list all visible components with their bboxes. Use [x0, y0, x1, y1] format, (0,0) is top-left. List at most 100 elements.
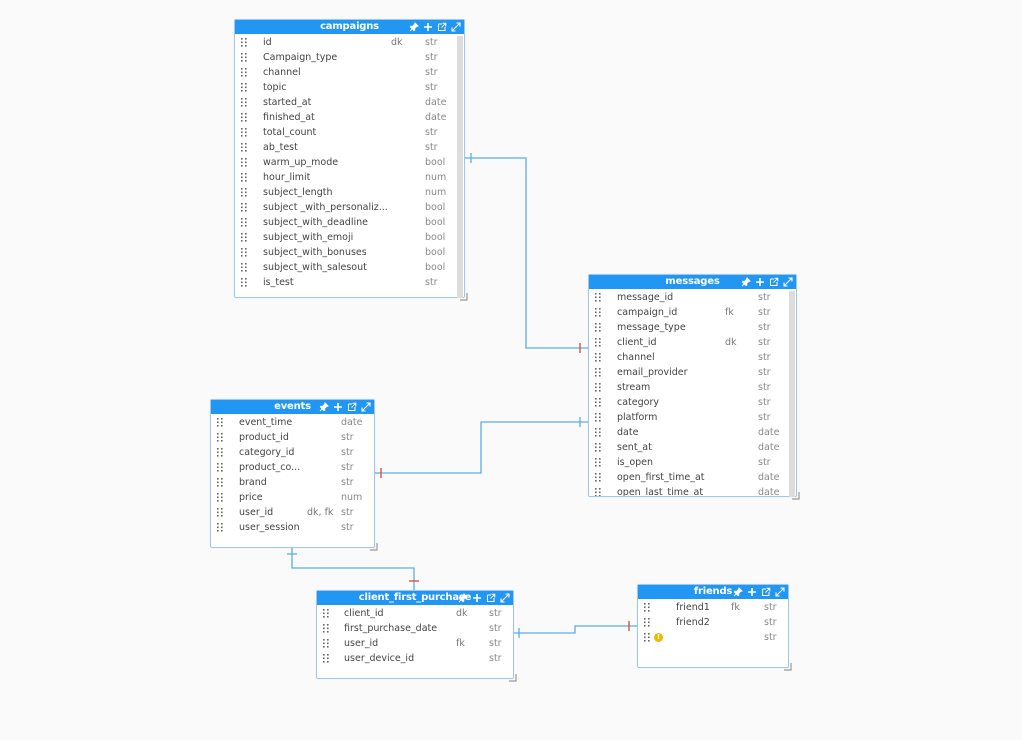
table-header[interactable]: client_first_purchase: [317, 591, 513, 605]
drag-grip-icon[interactable]: [241, 233, 247, 242]
column-row[interactable]: subject _with_personaliz...bool: [235, 200, 464, 215]
drag-grip-icon[interactable]: [644, 618, 650, 627]
drag-grip-icon[interactable]: [644, 603, 650, 612]
drag-grip-icon[interactable]: [595, 338, 601, 347]
drag-grip-icon[interactable]: [595, 353, 601, 362]
drag-grip-icon[interactable]: [595, 368, 601, 377]
pin-icon[interactable]: [740, 277, 751, 288]
resize-handle-icon[interactable]: [460, 293, 468, 301]
drag-grip-icon[interactable]: [595, 323, 601, 332]
drag-grip-icon[interactable]: [217, 418, 223, 427]
drag-grip-icon[interactable]: [217, 493, 223, 502]
drag-grip-icon[interactable]: [644, 633, 650, 642]
drag-grip-icon[interactable]: [323, 654, 329, 663]
resize-handle-icon[interactable]: [792, 492, 800, 500]
resize-handle-icon[interactable]: [784, 663, 792, 671]
drag-grip-icon[interactable]: [241, 248, 247, 257]
pin-icon[interactable]: [457, 593, 468, 604]
pin-icon[interactable]: [408, 22, 419, 33]
drag-grip-icon[interactable]: [595, 293, 601, 302]
drag-grip-icon[interactable]: [241, 218, 247, 227]
drag-grip-icon[interactable]: [241, 158, 247, 167]
drag-grip-icon[interactable]: [241, 173, 247, 182]
scrollbar[interactable]: [789, 291, 795, 497]
expand-icon[interactable]: [360, 402, 371, 413]
table-header[interactable]: events: [211, 400, 374, 414]
pin-icon[interactable]: [732, 587, 743, 598]
drag-grip-icon[interactable]: [595, 428, 601, 437]
drag-grip-icon[interactable]: [595, 458, 601, 467]
drag-grip-icon[interactable]: [241, 98, 247, 107]
link-campaigns-messages[interactable]: [465, 157, 589, 349]
scrollbar[interactable]: [457, 36, 463, 298]
expand-icon[interactable]: [774, 587, 785, 598]
drag-grip-icon[interactable]: [217, 463, 223, 472]
drag-grip-icon[interactable]: [241, 203, 247, 212]
pin-icon[interactable]: [318, 402, 329, 413]
drag-grip-icon[interactable]: [241, 113, 247, 122]
open-external-icon[interactable]: [346, 402, 357, 413]
drag-grip-icon[interactable]: [241, 83, 247, 92]
drag-grip-icon[interactable]: [241, 278, 247, 287]
open-external-icon[interactable]: [485, 593, 496, 604]
link-events-client-first-purchase[interactable]: [291, 547, 415, 591]
drag-grip-icon[interactable]: [595, 383, 601, 392]
drag-grip-icon[interactable]: [217, 448, 223, 457]
drag-grip-icon[interactable]: [241, 263, 247, 272]
drag-grip-icon[interactable]: [241, 188, 247, 197]
drag-grip-icon[interactable]: [323, 639, 329, 648]
resize-handle-icon[interactable]: [509, 674, 517, 682]
expand-icon[interactable]: [450, 22, 461, 33]
drag-grip-icon[interactable]: [241, 38, 247, 47]
open-external-icon[interactable]: [436, 22, 447, 33]
drag-grip-icon[interactable]: [323, 624, 329, 633]
drag-grip-icon[interactable]: [241, 143, 247, 152]
add-column-icon[interactable]: [422, 22, 433, 33]
open-external-icon[interactable]: [760, 587, 771, 598]
expand-icon[interactable]: [499, 593, 510, 604]
table-header[interactable]: campaigns: [235, 20, 464, 34]
drag-grip-icon[interactable]: [217, 523, 223, 532]
drag-grip-icon[interactable]: [595, 473, 601, 482]
expand-icon[interactable]: [782, 277, 793, 288]
drag-grip-icon[interactable]: [217, 478, 223, 487]
drag-grip-icon[interactable]: [595, 308, 601, 317]
drag-grip-icon[interactable]: [241, 53, 247, 62]
